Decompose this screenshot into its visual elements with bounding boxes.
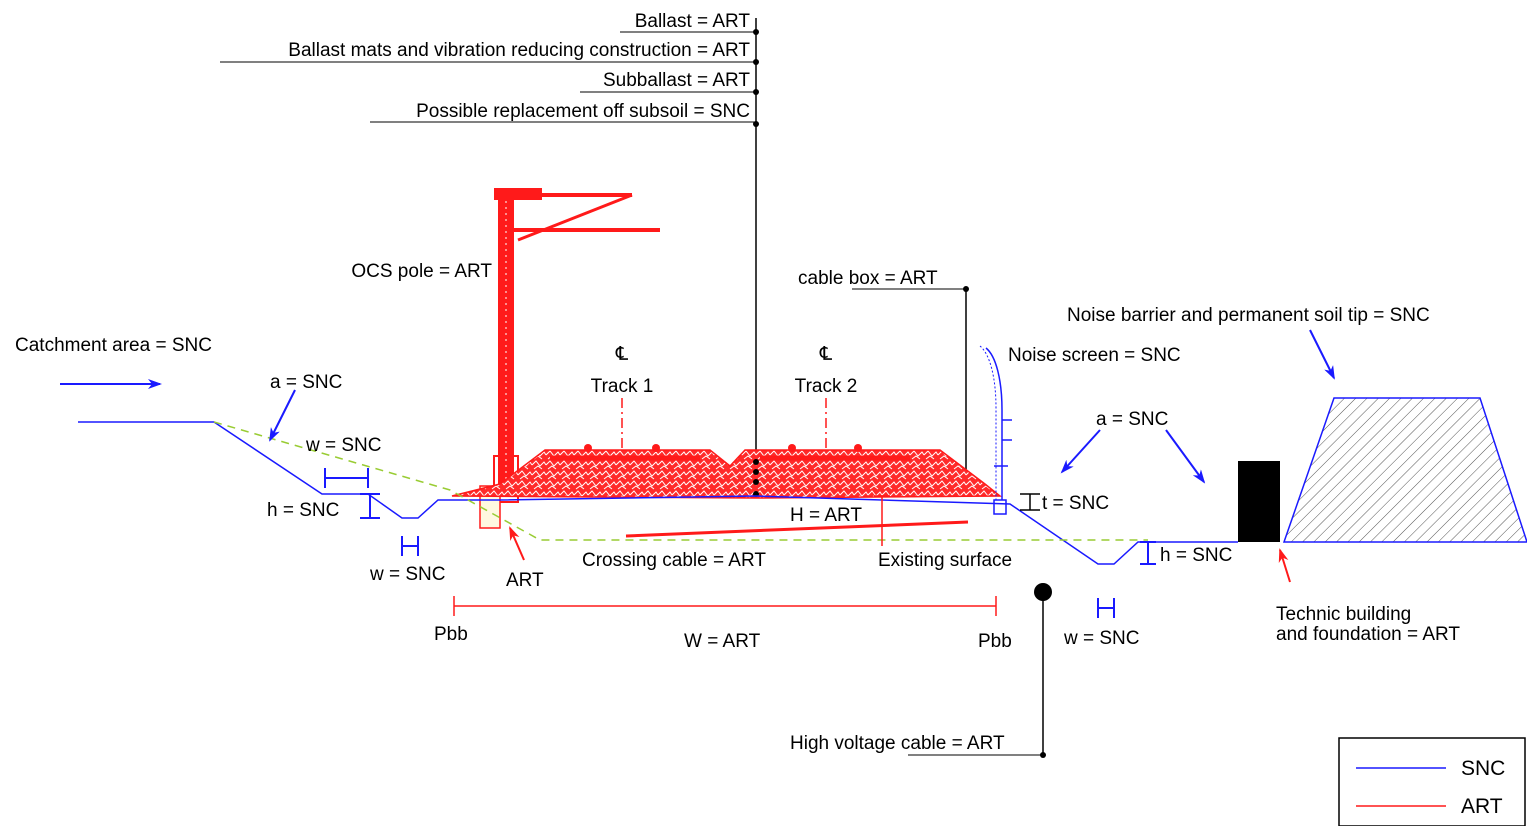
left-h-dimension [360, 493, 380, 519]
cable-box-label: cable box = ART [798, 268, 938, 289]
pbb-right-label: Pbb [978, 631, 1012, 652]
existing-surface-label: Existing surface [878, 550, 1012, 571]
track2-label: Track 2 [795, 376, 858, 397]
technic-building-arrow [1278, 548, 1291, 583]
legend-label-snc: SNC [1461, 757, 1505, 780]
h-dimension [874, 495, 890, 546]
technic-label-line1: Technic building [1276, 604, 1411, 625]
ocs-pole [479, 188, 660, 529]
crossing-cable-label: Crossing cable = ART [582, 550, 766, 571]
w-dimension [453, 596, 997, 616]
hv-cable-leader [908, 583, 1052, 758]
track2-symbol: ℄ [819, 344, 833, 365]
legend-label-art: ART [1461, 795, 1503, 818]
subsoil-label: Possible replacement off subsoil = SNC [416, 101, 750, 122]
right-w-label: w = SNC [1063, 628, 1140, 649]
right-a-label: a = SNC [1096, 409, 1168, 430]
ballast-bed [451, 444, 1003, 499]
technic-building [1238, 461, 1280, 542]
subballast-label: Subballast = ART [603, 70, 750, 91]
catchment-label: Catchment area = SNC [15, 335, 212, 356]
noise-barrier-label: Noise barrier and permanent soil tip = S… [1067, 305, 1430, 326]
legend: SNC ART [1338, 737, 1526, 826]
t-dimension [1020, 493, 1040, 511]
noise-barrier [1282, 397, 1527, 543]
left-w-top-dimension [324, 468, 369, 488]
right-a-arrow-1 [1060, 429, 1101, 474]
h-art-label: H = ART [790, 505, 862, 526]
noise-screen-label: Noise screen = SNC [1008, 345, 1181, 366]
left-h-label: h = SNC [267, 500, 339, 521]
ballast-mats-label: Ballast mats and vibration reducing cons… [288, 40, 750, 61]
left-a-arrow [269, 389, 296, 442]
right-h-label: h = SNC [1160, 545, 1232, 566]
left-w-bottom-dimension [401, 536, 419, 556]
w-art-label: W = ART [684, 631, 761, 652]
right-a-arrow-2 [1165, 429, 1206, 484]
left-w-top-label: w = SNC [305, 435, 382, 456]
track1-label: Track 1 [591, 376, 654, 397]
left-w-bottom-label: w = SNC [369, 564, 446, 585]
right-w-dimension [1097, 598, 1115, 618]
left-art-label: ART [506, 570, 544, 591]
t-label: t = SNC [1042, 493, 1109, 514]
crossing-cable-line [625, 520, 969, 538]
ballast-label: Ballast = ART [635, 11, 751, 32]
ocs-pole-label: OCS pole = ART [351, 261, 492, 282]
left-a-label: a = SNC [270, 372, 342, 393]
hv-cable-label: High voltage cable = ART [790, 733, 1005, 754]
track1-symbol: ℄ [615, 344, 629, 365]
pbb-left-label: Pbb [434, 624, 468, 645]
noise-screen [979, 345, 1012, 515]
right-h-dimension [1140, 541, 1156, 565]
existing-surface-line [213, 421, 1148, 541]
technic-label-line2: and foundation = ART [1276, 624, 1460, 645]
top-leader [220, 18, 759, 495]
left-art-arrow [509, 526, 525, 561]
noise-barrier-arrow [1309, 329, 1335, 380]
